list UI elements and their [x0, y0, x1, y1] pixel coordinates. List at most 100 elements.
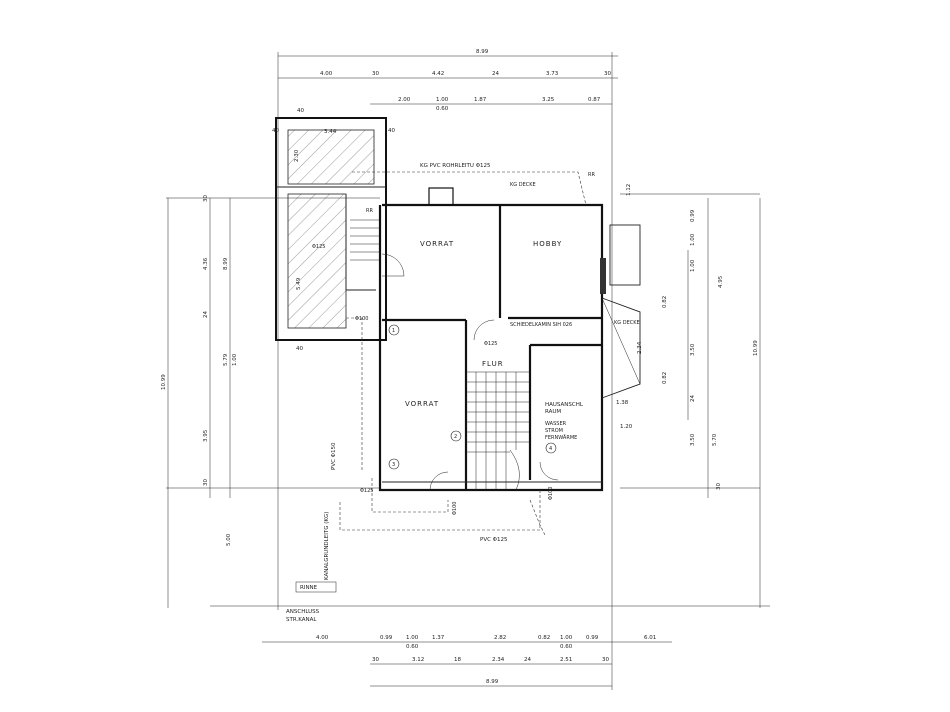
dim-right-a: 0.82: [662, 372, 668, 384]
dim-right-a: 1.00: [690, 259, 696, 272]
label-schiedel: SCHIEDELKAMIN SIH 026: [510, 322, 572, 328]
room-vorrat-bottom: VORRAT: [405, 400, 439, 408]
dim-left-outer: 10.99: [161, 374, 167, 390]
dim-bot-b: 2.51: [560, 657, 572, 663]
marker-1: 1: [392, 328, 395, 334]
dim-right-a: 0.82: [662, 296, 668, 308]
label-phi100-b: Φ100: [452, 502, 458, 515]
dim-bot-a: 2.82: [494, 635, 506, 641]
label-kg-decke-right: KG DECKE: [614, 320, 640, 326]
dim-top-b: 0.60: [436, 106, 449, 112]
dim-bot-a: 1.00: [406, 635, 419, 641]
dim-right-a: 24: [690, 395, 696, 402]
room-wasser: WASSER: [545, 421, 567, 427]
stair-grid: [466, 371, 530, 491]
label-pvc-bottom: PVC Φ125: [480, 537, 508, 543]
dim-left-a: 5.00: [226, 533, 232, 546]
dim-garage: 40: [388, 128, 395, 134]
dim-right-a: 3.50: [690, 343, 696, 356]
door-swings: [381, 253, 559, 491]
dim-top-b: 2.00: [398, 97, 411, 103]
dim-right-b: 2.34: [637, 341, 643, 354]
dim-top-b: 1.00: [436, 97, 449, 103]
dim-bot-b: 3.12: [412, 657, 424, 663]
marker-3: 3: [392, 462, 395, 468]
room-flur: FLUR: [482, 360, 504, 368]
label-kg-pvc: KG PVC ROHRLEITU Φ125: [420, 163, 491, 169]
dim-garage: 5.49: [296, 277, 302, 290]
dim-right-a: 3.50: [690, 433, 696, 446]
label-pvc-left: PVC Φ150: [331, 442, 337, 470]
dim-left-b: 8.99: [223, 257, 229, 270]
room-strom: STROM: [545, 428, 563, 434]
dim-top-a: 24: [492, 71, 499, 77]
dim-top-b: 1.87: [474, 97, 487, 103]
dim-right-a: 1.12: [626, 184, 632, 196]
dim-bot-total: 8.99: [486, 679, 499, 685]
label-rr-2: RR: [366, 208, 373, 214]
dim-right-a: 30: [716, 483, 722, 490]
dim-top-a: 30: [604, 71, 611, 77]
dim-right-b: 5.70: [712, 433, 718, 446]
room-vorrat-top: VORRAT: [420, 240, 454, 248]
right-annex: [600, 224, 641, 399]
marker-4: 4: [549, 446, 552, 452]
dim-garage: 40: [296, 346, 303, 352]
dim-bot-a: 0.82: [538, 635, 550, 641]
room-hobby: HOBBY: [533, 240, 562, 248]
pipes: [339, 171, 587, 536]
dim-top-a: 30: [372, 71, 379, 77]
dim-top-b: 3.25: [542, 97, 555, 103]
dim-bot-a: 0.99: [380, 635, 393, 641]
room-hausanschl-line2: RAUM: [545, 409, 561, 415]
label-anschluss-2: STR.KANAL: [286, 617, 317, 623]
dim-left-a: 30: [203, 479, 209, 486]
dim-bot-b: 18: [454, 657, 461, 663]
label-rinne: RINNE: [300, 585, 318, 591]
annotations: KG PVC ROHRLEITU Φ125 KG DECKE KG DECKE …: [286, 163, 640, 623]
dim-bot-b: 2.34: [492, 657, 505, 663]
label-phi125-a: Φ125: [360, 488, 373, 494]
dim-bot-b: 24: [524, 657, 531, 663]
dimension-texts: 8.99 4.00 30 4.42 24 3.73 30 2.00 1.00 0…: [161, 49, 759, 685]
dim-right-b: 1.20: [620, 424, 633, 430]
dim-garage: 40: [272, 128, 279, 134]
main-walls: [378, 187, 604, 492]
room-labels: VORRAT HOBBY FLUR VORRAT HAUSANSCHL RAUM…: [405, 240, 584, 441]
label-rr-1: RR: [588, 172, 595, 178]
label-anschluss-1: ANSCHLUSS: [286, 609, 320, 615]
dim-right-outer: 10.99: [753, 340, 759, 356]
label-phi100-c: Φ100: [548, 487, 554, 500]
dim-garage: 3.44: [324, 129, 337, 135]
dim-bot-a: 1.00: [560, 635, 573, 641]
dim-left-a: 30: [203, 195, 209, 202]
annex-structure: [275, 117, 387, 341]
label-phi100-a: Φ100: [355, 316, 368, 322]
dim-bot-a: 0.60: [560, 644, 573, 650]
dim-right-a: 1.00: [690, 233, 696, 246]
dim-garage: 2.30: [294, 149, 300, 162]
dim-top-a: 3.73: [546, 71, 559, 77]
dim-right-b: 1.38: [616, 400, 629, 406]
dim-top-a: 4.42: [432, 71, 444, 77]
dim-bot-b: 30: [602, 657, 609, 663]
label-kg-decke-top: KG DECKE: [510, 182, 536, 188]
dim-left-a: 24: [203, 311, 209, 318]
dim-top-a: 4.00: [320, 71, 333, 77]
marker-2: 2: [454, 434, 457, 440]
dim-bot-a: 6.01: [644, 635, 656, 641]
dim-left-a: 3.95: [203, 429, 209, 442]
dimension-lines: [166, 52, 770, 690]
label-phi125-b: Φ125: [312, 244, 325, 250]
dim-bot-a: 1.37: [432, 635, 445, 641]
dim-garage: 40: [297, 108, 304, 114]
dim-left-b: 5.79: [223, 353, 229, 366]
room-fernwaerme: FERNWÄRME: [545, 434, 577, 441]
dim-bot-b: 30: [372, 657, 379, 663]
dim-left-a: 4.36: [203, 257, 209, 270]
dim-bot-a: 0.60: [406, 644, 419, 650]
label-kanal: KANALGRUNDLEITG (KG): [324, 512, 330, 580]
dim-top-total: 8.99: [476, 49, 489, 55]
dim-left-b: 1.00: [232, 353, 238, 366]
